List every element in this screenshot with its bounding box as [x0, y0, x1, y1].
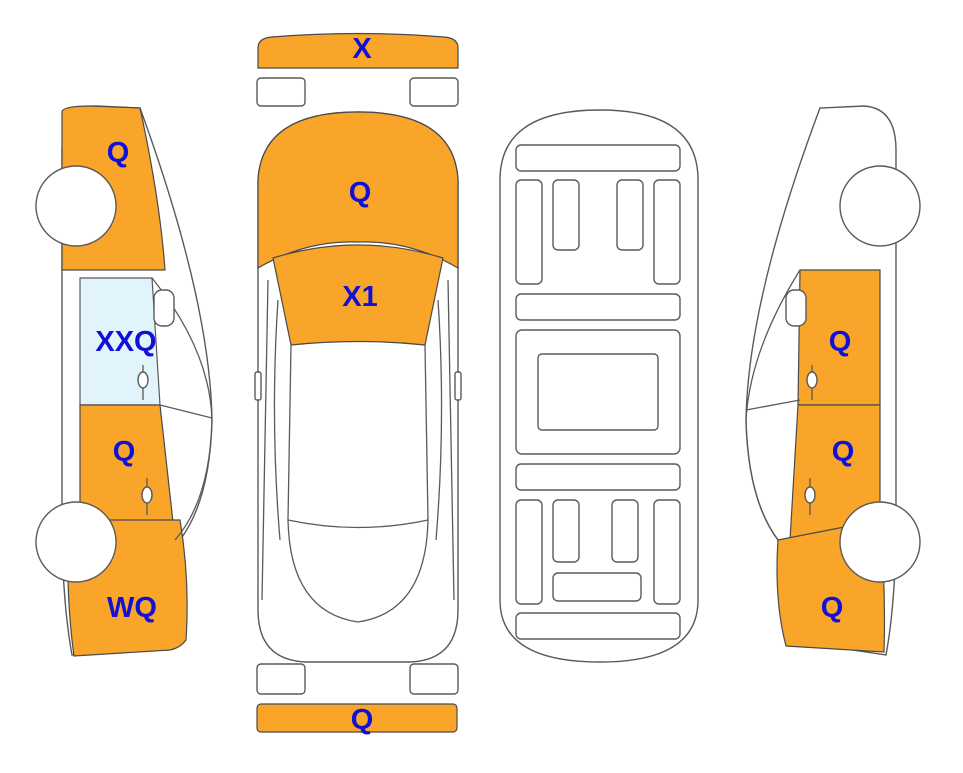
right-door-split	[745, 399, 801, 411]
rear-bumper[interactable]	[256, 703, 458, 733]
left-front-window-label: XXQ	[95, 326, 156, 358]
hood[interactable]	[257, 111, 459, 270]
windshield-label: X1	[342, 281, 377, 313]
underside-mid-crossmember[interactable]	[515, 293, 681, 321]
left-rear-quarter-label: WQ	[107, 592, 157, 624]
left-side-line	[261, 279, 269, 601]
left-side-view: Q XXQ Q WQ	[35, 105, 213, 657]
right-side-line	[447, 279, 455, 601]
wheel-icon	[839, 165, 921, 247]
windshield[interactable]	[272, 244, 444, 346]
left-front-door-label: Q	[113, 436, 136, 468]
right-headlight[interactable]	[409, 77, 459, 107]
left-front-fender-label: Q	[107, 137, 130, 169]
underside-left-rear-rail[interactable]	[515, 499, 543, 605]
underside-right-rear-panel[interactable]	[611, 499, 639, 563]
right-inner-line	[435, 299, 443, 541]
left-rear-door-split	[159, 404, 213, 419]
roof-outline	[287, 344, 429, 529]
underside-right-front-rail[interactable]	[653, 179, 681, 285]
right-front-door-outline	[745, 269, 801, 541]
right-mirror[interactable]	[785, 289, 807, 327]
underside-center-pan[interactable]	[537, 353, 659, 431]
right-taillight[interactable]	[409, 663, 459, 695]
door-handle-icon	[806, 365, 818, 400]
right-front-door-label: Q	[829, 326, 852, 358]
underside-right-front-panel[interactable]	[616, 179, 644, 251]
left-inner-line	[273, 299, 281, 541]
underside-rear-crossmember[interactable]	[515, 463, 681, 491]
left-headlight[interactable]	[256, 77, 306, 107]
underside-view	[499, 109, 699, 663]
right-rear-door-label: Q	[832, 436, 855, 468]
door-handle-icon	[804, 478, 816, 515]
underside-rear-panel[interactable]	[515, 612, 681, 640]
underside-front-crossmember[interactable]	[515, 144, 681, 172]
hood-label: Q	[349, 177, 372, 209]
underside-right-rear-rail[interactable]	[653, 499, 681, 605]
door-handle-icon	[141, 478, 153, 515]
wheel-icon	[35, 165, 117, 247]
left-mirror-top[interactable]	[254, 371, 262, 401]
rear-window	[287, 519, 429, 623]
front-bumper[interactable]	[257, 32, 459, 69]
underside-left-front-panel[interactable]	[552, 179, 580, 251]
wheel-icon	[35, 501, 117, 583]
underside-left-rear-panel[interactable]	[552, 499, 580, 563]
door-handle-icon	[137, 365, 149, 400]
top-view: X Q X1 Q	[254, 32, 462, 736]
right-side-view: Q Q Q	[745, 105, 921, 656]
left-mirror[interactable]	[153, 289, 175, 327]
left-taillight[interactable]	[256, 663, 306, 695]
underside-spare-well[interactable]	[552, 572, 642, 602]
rear-bumper-label: Q	[351, 704, 374, 736]
right-rear-quarter-label: Q	[821, 592, 844, 624]
underside-left-front-rail[interactable]	[515, 179, 543, 285]
front-bumper-label: X	[352, 33, 372, 65]
wheel-icon	[839, 501, 921, 583]
left-rear-door-outline	[151, 277, 213, 541]
right-mirror-top[interactable]	[454, 371, 462, 401]
